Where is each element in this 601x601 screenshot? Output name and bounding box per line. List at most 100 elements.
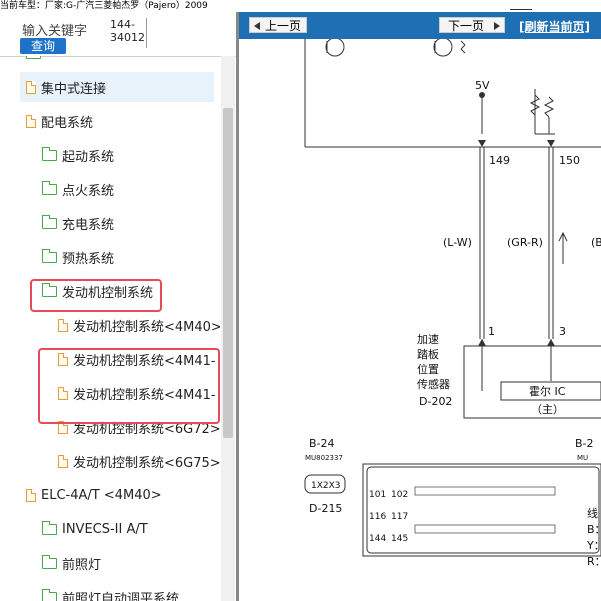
grid-pin-145: 145 (391, 534, 408, 544)
tree-item[interactable]: 发动机控制系统<4M40> (52, 310, 220, 340)
tree-item-label: 前照灯自动调平系统 (62, 591, 180, 601)
scrollbar-thumb[interactable] (223, 108, 233, 438)
wiring-diagram: 5V 149 150 (L-W) (GR-R) (B 1 3 加速 踏板 位置 … (304, 39, 601, 568)
legend-title: 线 (587, 506, 598, 520)
grid-pin-144: 144 (369, 534, 386, 544)
sensor-label-2: 踏板 (417, 347, 439, 361)
legend-b: B： (587, 523, 601, 536)
tree-item[interactable]: 前照灯自动调平系统 (36, 582, 214, 601)
tree-item[interactable]: 点火系统 (36, 174, 214, 204)
left-panel: 输入关键字 144- 34012 查询 集中式连接配电系统起动系统点火系统充电系… (0, 12, 236, 601)
tree-item[interactable]: INVECS-II A/T (36, 514, 214, 544)
folder-icon (42, 214, 57, 229)
tree-item-label: 配电系统 (41, 115, 94, 131)
search-input[interactable]: 144- 34012 (110, 18, 145, 44)
wire-b-label: (B (591, 236, 601, 249)
folder-icon (42, 146, 57, 161)
tree-item[interactable]: 起动系统 (36, 140, 214, 170)
page-nav-bar: 上一页 下一页 [刷新当前页] (239, 12, 601, 39)
triangle-right-icon (494, 22, 500, 30)
ic-sub-label: （主） (531, 403, 564, 416)
search-button[interactable]: 查询 (20, 38, 66, 54)
vehicle-title-bar: 当前车型：厂家:G-广汽三菱帕杰罗（Pajero）2009 (0, 0, 601, 12)
search-area: 输入关键字 144- 34012 查询 (0, 12, 236, 57)
tree-item-label: 前照灯 (62, 557, 102, 573)
pin-3-label: 3 (559, 325, 566, 338)
sensor-code: D-202 (419, 395, 452, 408)
tree-item-label: 发动机控制系统<6G72> (73, 421, 220, 437)
file-icon (58, 386, 68, 400)
tree-item-label: 充电系统 (62, 217, 115, 233)
file-icon (26, 114, 36, 128)
legend-r: R： (587, 555, 601, 568)
tree-item-label: ELC-4A/T <4M40> (41, 487, 162, 503)
right-panel: 上一页 下一页 [刷新当前页] (239, 12, 601, 601)
tree-item-label: 发动机控制系统<4M40> (73, 319, 220, 335)
conn-right-part: MU (577, 454, 588, 462)
highlight-engine-control (30, 279, 162, 312)
tree-scrollbar[interactable] (221, 56, 235, 601)
refresh-link[interactable]: [刷新当前页] (519, 20, 590, 34)
conn-left-part: MU802337 (305, 454, 343, 462)
grid-pin-101: 101 (369, 490, 386, 500)
conn-right-label: B-2 (575, 437, 594, 450)
sensor-label-1: 加速 (417, 333, 439, 346)
tree-item-label: 发动机控制系统<4M41- (73, 387, 216, 403)
next-page-button[interactable]: 下一页 (439, 17, 505, 33)
folder-icon (42, 554, 57, 569)
tree-item[interactable]: 发动机控制系统 (36, 276, 214, 306)
ic-label: 霍尔 IC (529, 385, 566, 398)
wire-lw-label: (L-W) (443, 236, 472, 249)
pin-149-label: 149 (489, 154, 510, 167)
input-caret (146, 18, 147, 48)
tree-item-label: 起动系统 (62, 149, 115, 165)
tree-item-label: 发动机控制系统<4M41- (73, 353, 216, 369)
tree-item[interactable]: 预热系统 (36, 242, 214, 272)
tree-item[interactable] (20, 56, 214, 68)
folder-icon (42, 520, 57, 535)
pin-1-label: 1 (488, 325, 495, 338)
triangle-left-icon (254, 22, 260, 30)
grid-pin-116: 116 (369, 512, 386, 522)
search-label: 输入关键字 (22, 24, 88, 39)
folder-icon (42, 180, 57, 195)
tree-item[interactable]: 配电系统 (20, 106, 214, 136)
supply-label: 5V (475, 79, 490, 92)
tree-item-label: 发动机控制系统<6G75> (73, 455, 220, 471)
prev-page-button[interactable]: 上一页 (249, 17, 307, 33)
conn-left-label: B-24 (309, 437, 335, 450)
tree-item[interactable]: 发动机控制系统<4M41- (52, 378, 216, 408)
top-right-link[interactable] (510, 0, 532, 10)
category-tree: 集中式连接配电系统起动系统点火系统充电系统预热系统发动机控制系统发动机控制系统<… (0, 56, 220, 601)
conn-left-pins: 1X2X3 (311, 481, 341, 491)
file-icon (26, 488, 36, 502)
tree-item-label: 集中式连接 (41, 81, 107, 97)
folder-icon (42, 282, 57, 297)
tree-item[interactable]: 发动机控制系统<4M41- (52, 344, 216, 374)
tree-item[interactable]: 发动机控制系统<6G75> (52, 446, 220, 476)
sensor-label-3: 位置 (417, 362, 439, 376)
tree-item[interactable]: 前照灯 (36, 548, 214, 578)
tree-item-label: 点火系统 (62, 183, 115, 199)
vehicle-title: 当前车型：厂家:G-广汽三菱帕杰罗（Pajero）2009 (0, 1, 208, 11)
tree-item-label: INVECS-II A/T (62, 521, 148, 537)
file-icon (58, 352, 68, 366)
pin-150-label: 150 (559, 154, 580, 167)
grid-pin-117: 117 (391, 512, 408, 522)
file-icon (26, 80, 36, 94)
folder-icon (42, 588, 57, 601)
folder-icon (26, 56, 41, 59)
tree-item-label: 预热系统 (62, 251, 115, 267)
grid-pin-102: 102 (391, 490, 408, 500)
conn-left-bottom: D-215 (309, 502, 342, 515)
tree-item[interactable]: 充电系统 (36, 208, 214, 238)
tree-item[interactable]: ELC-4A/T <4M40> (20, 480, 214, 510)
sensor-label-4: 传感器 (417, 378, 450, 391)
tree-item[interactable]: 集中式连接 (20, 72, 214, 102)
tree-item-label: 发动机控制系统 (62, 285, 154, 301)
folder-icon (42, 248, 57, 263)
file-icon (58, 454, 68, 468)
panel-divider[interactable] (236, 12, 239, 601)
legend-y: Y： (586, 539, 601, 552)
file-icon (58, 318, 68, 332)
